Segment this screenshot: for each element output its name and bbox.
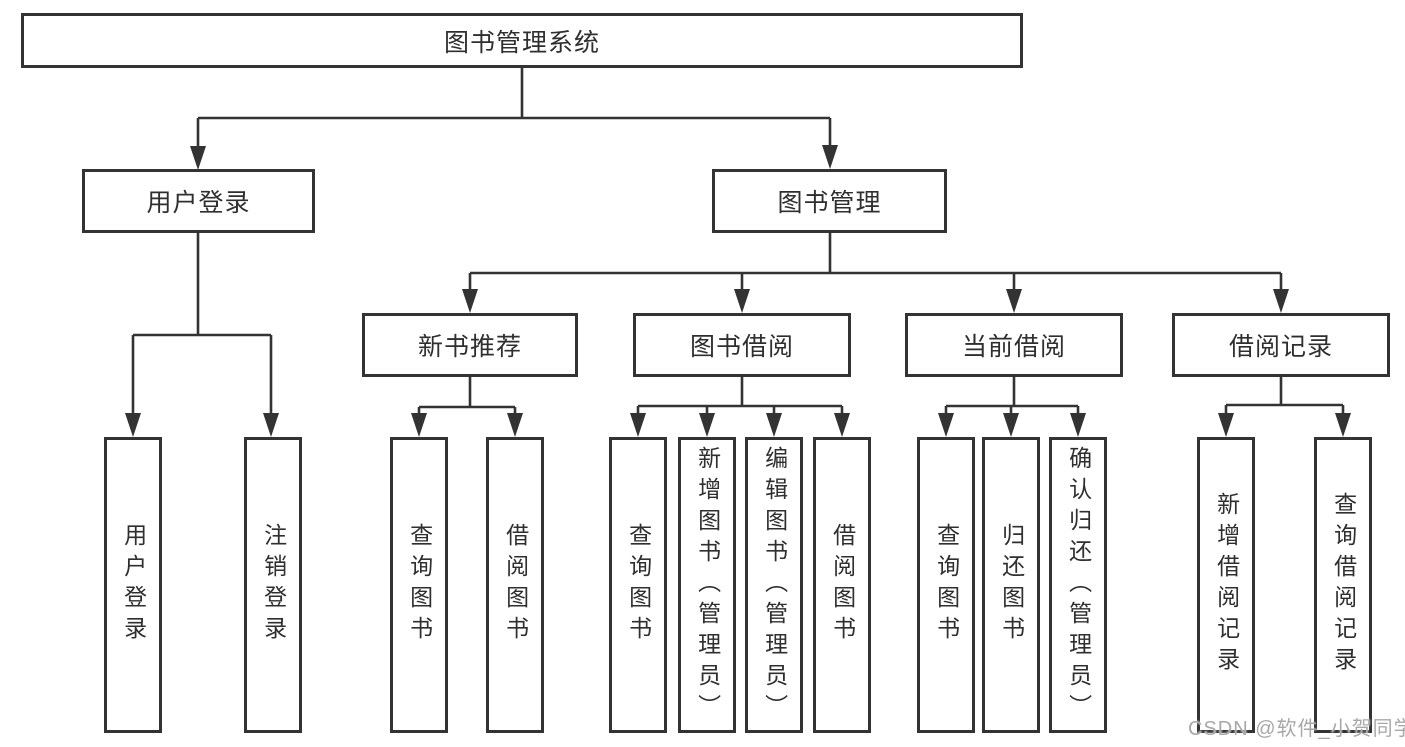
leaf-return-books: 归还图书	[982, 437, 1040, 733]
leaf-label: 用户登录	[120, 523, 147, 647]
arrowhead-icon	[734, 289, 750, 313]
node-current-borrowing: 当前借阅	[905, 313, 1123, 377]
arrowhead-icon	[125, 413, 141, 437]
leaf-user-login: 用户登录	[104, 437, 162, 733]
leaf-label: 查询借阅记录	[1330, 492, 1357, 678]
arrowhead-icon	[1070, 413, 1086, 437]
csdn-watermark: CSDN @软件_小贺同学	[1188, 718, 1405, 740]
connector-new-books-to-leaves	[411, 377, 523, 437]
leaf-label: 注销登录	[260, 523, 287, 647]
leaf-label: 新增借阅记录	[1213, 492, 1240, 678]
leaf-add-books-admin: 新增图书（管理员）	[678, 437, 736, 733]
arrowhead-icon	[630, 413, 646, 437]
connector-borrow-records-to-leaves	[1218, 377, 1351, 437]
arrowhead-icon	[938, 413, 954, 437]
arrowhead-icon	[507, 413, 523, 437]
leaf-label: 归还图书	[998, 523, 1025, 647]
arrowhead-icon	[1006, 289, 1022, 313]
arrowhead-icon	[766, 413, 782, 437]
node-root-library-management-system: 图书管理系统	[21, 13, 1023, 68]
connector-current-borrow-to-leaves	[938, 377, 1086, 437]
leaf-borrow-books: 借阅图书	[813, 437, 871, 733]
leaf-label: 新增图书（管理员）	[694, 445, 721, 725]
arrowhead-icon	[411, 413, 427, 437]
arrowhead-icon	[699, 413, 715, 437]
connector-book-management-to-level3	[462, 233, 1289, 313]
arrowhead-icon	[462, 289, 478, 313]
node-label: 新书推荐	[417, 333, 522, 361]
arrowhead-icon	[834, 413, 850, 437]
leaf-edit-books-admin: 编辑图书（管理员）	[745, 437, 803, 733]
connector-root-to-level2	[190, 68, 838, 170]
connector-user-login-to-leaves	[125, 233, 279, 437]
leaf-label: 查询图书	[406, 523, 433, 647]
leaf-confirm-return-admin: 确认归还（管理员）	[1049, 437, 1107, 733]
arrowhead-icon	[190, 146, 206, 170]
node-label: 图书管理系统	[443, 28, 600, 57]
leaf-query-books-recommend: 查询图书	[390, 437, 448, 733]
node-book-management: 图书管理	[712, 169, 947, 233]
leaf-query-books-borrow: 查询图书	[609, 437, 667, 733]
leaf-query-books-current: 查询图书	[917, 437, 975, 733]
node-borrowing-records: 借阅记录	[1172, 313, 1390, 377]
node-label: 图书借阅	[689, 333, 794, 361]
leaf-borrow-books-recommend: 借阅图书	[486, 437, 544, 733]
arrowhead-icon	[822, 145, 838, 169]
arrowhead-icon	[1003, 413, 1019, 437]
leaf-label: 查询图书	[625, 523, 652, 647]
arrowhead-icon	[263, 413, 279, 437]
node-new-book-recommend: 新书推荐	[362, 313, 578, 377]
arrowhead-icon	[1335, 413, 1351, 437]
leaf-label: 查询图书	[933, 523, 960, 647]
node-label: 用户登录	[146, 189, 251, 217]
node-book-borrowing: 图书借阅	[633, 313, 851, 377]
leaf-label: 借阅图书	[502, 523, 529, 647]
node-label: 借阅记录	[1228, 333, 1333, 361]
node-label: 当前借阅	[961, 333, 1066, 361]
leaf-query-borrow-record: 查询借阅记录	[1314, 437, 1372, 733]
node-label: 图书管理	[777, 189, 882, 217]
leaf-add-borrow-record: 新增借阅记录	[1197, 437, 1255, 733]
leaf-label: 借阅图书	[829, 523, 856, 647]
arrowhead-icon	[1273, 289, 1289, 313]
connector-book-borrow-to-leaves	[630, 377, 850, 437]
leaf-label: 编辑图书（管理员）	[761, 445, 788, 725]
leaf-logout: 注销登录	[244, 437, 302, 733]
node-user-login: 用户登录	[82, 169, 315, 233]
arrowhead-icon	[1218, 413, 1234, 437]
leaf-label: 确认归还（管理员）	[1065, 445, 1092, 725]
